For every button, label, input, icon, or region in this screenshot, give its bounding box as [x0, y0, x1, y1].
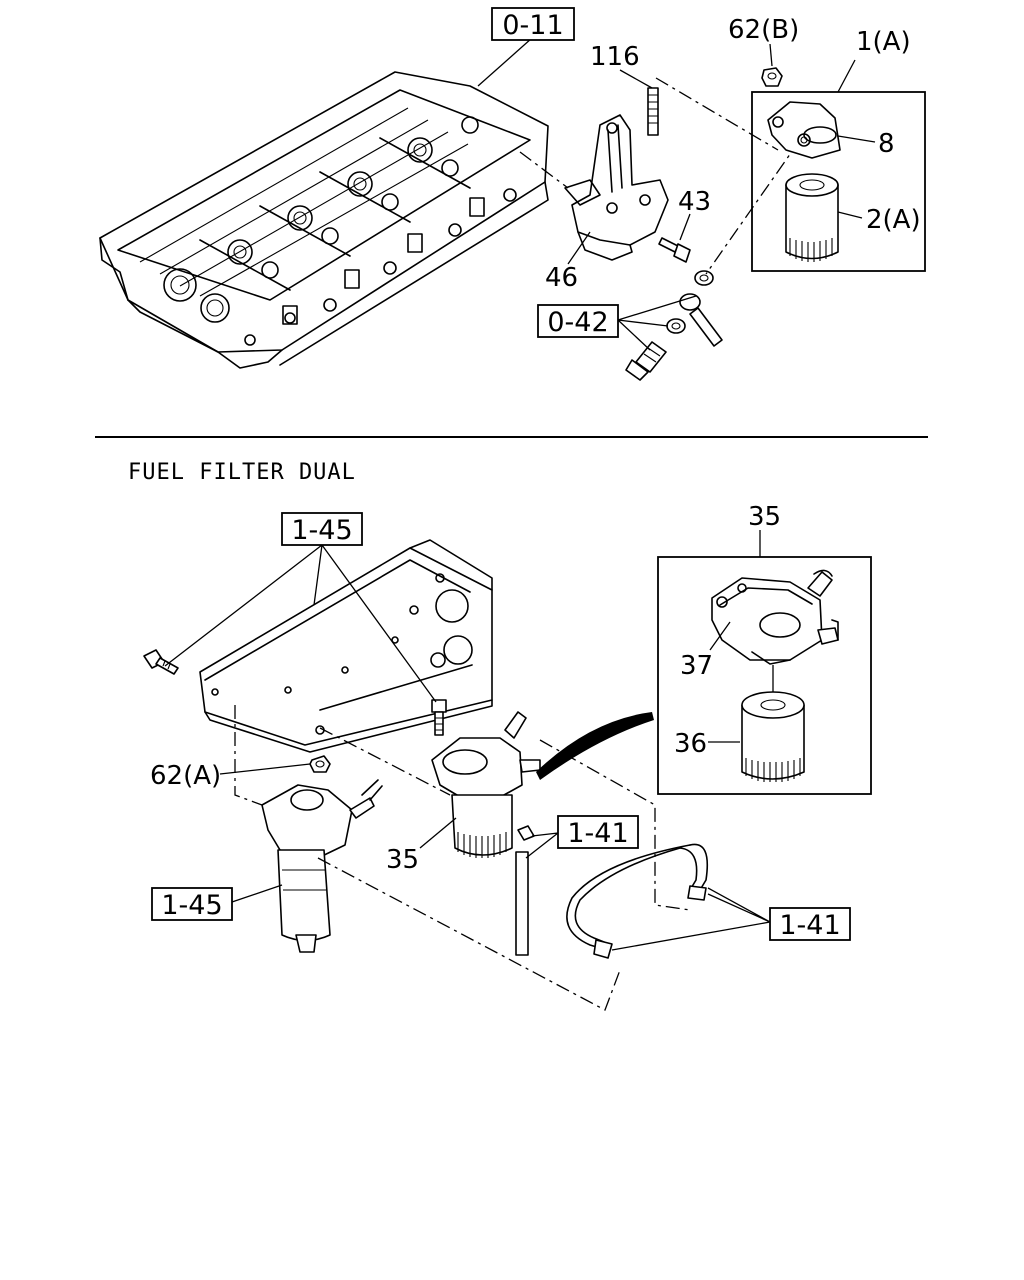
connector-stud-filter — [655, 77, 779, 151]
label-35-top: 35 — [748, 502, 781, 532]
stud-116 — [647, 87, 659, 136]
ref-1-41-mid[interactable]: 1-41 — [557, 815, 639, 849]
label-35-mid: 35 — [386, 845, 419, 875]
ref-1-41-right[interactable]: 1-41 — [769, 907, 851, 941]
leader-0-11 — [477, 37, 533, 87]
filter-head-8 — [767, 101, 841, 159]
leader-62b — [769, 43, 773, 67]
label-43: 43 — [678, 187, 711, 217]
washer-upper — [694, 270, 714, 286]
nut-62a — [309, 755, 331, 773]
eye-bolt-joint — [679, 293, 723, 347]
filter-cartridge-36 — [741, 665, 805, 782]
fuel-hose-vertical — [515, 825, 535, 956]
leader-116 — [619, 69, 653, 89]
connector-stud-head — [519, 151, 569, 189]
banjo-bolt — [625, 341, 667, 381]
leader-37 — [709, 621, 731, 651]
label-46: 46 — [545, 263, 578, 293]
leader-1-41-mid — [525, 832, 559, 859]
leader-1-45-left — [231, 884, 283, 903]
bolt-bracket-left — [143, 649, 179, 675]
ref-1-45-left-text: 1-45 — [161, 890, 222, 921]
leader-1-41-right — [611, 887, 771, 951]
ref-0-42[interactable]: 0-42 — [537, 304, 619, 338]
ref-1-41-mid-text: 1-41 — [567, 818, 628, 849]
ref-0-11-text: 0-11 — [502, 10, 563, 41]
leader-1a — [837, 59, 856, 93]
leader-43 — [679, 213, 691, 241]
fuel-filter-35-assembled — [431, 711, 541, 858]
leader-2a — [837, 211, 863, 219]
leader-62a — [219, 763, 311, 775]
water-separator — [261, 779, 383, 953]
label-62a: 62(A) — [150, 761, 221, 791]
ref-0-11[interactable]: 0-11 — [491, 7, 575, 41]
filter-head-37 — [711, 569, 839, 665]
fuel-hose-curved — [566, 843, 709, 959]
cylinder-head — [99, 71, 549, 369]
connector-filter-right — [539, 739, 691, 911]
connector-bracket-separator — [234, 705, 263, 806]
bracket-46 — [564, 114, 669, 261]
label-2a: 2(A) — [866, 205, 921, 235]
label-36: 36 — [674, 729, 707, 759]
leader-46 — [567, 231, 591, 265]
leader-35-mid — [419, 817, 457, 849]
ref-1-45-left[interactable]: 1-45 — [151, 887, 233, 921]
bolt-bracket-middle — [431, 699, 447, 736]
mounting-bracket — [199, 539, 493, 753]
ref-1-41-right-text: 1-41 — [779, 910, 840, 941]
connector-bracket-filter — [319, 727, 451, 796]
label-116: 116 — [590, 42, 640, 72]
leader-0-42 — [617, 295, 697, 351]
connector-separator-hose — [317, 857, 621, 1011]
label-8: 8 — [878, 129, 895, 159]
label-1a: 1(A) — [856, 27, 911, 57]
ref-1-45-top[interactable]: 1-45 — [281, 512, 363, 546]
leader-1-45-top — [164, 544, 437, 703]
bolt-43 — [658, 237, 691, 263]
detail-callout-wedge — [536, 712, 654, 780]
leader-8 — [837, 135, 876, 143]
connector-filter-washer — [705, 139, 801, 275]
ref-1-45-top-text: 1-45 — [291, 515, 352, 546]
label-37: 37 — [680, 651, 713, 681]
section-title: FUEL FILTER DUAL — [128, 460, 356, 485]
filter-cartridge-2a — [785, 173, 839, 262]
filter-35-detail-frame — [657, 556, 872, 795]
label-62b: 62(B) — [728, 15, 799, 45]
nut-62b — [761, 67, 783, 87]
ref-0-42-text: 0-42 — [547, 307, 608, 338]
washer-lower — [666, 318, 686, 334]
